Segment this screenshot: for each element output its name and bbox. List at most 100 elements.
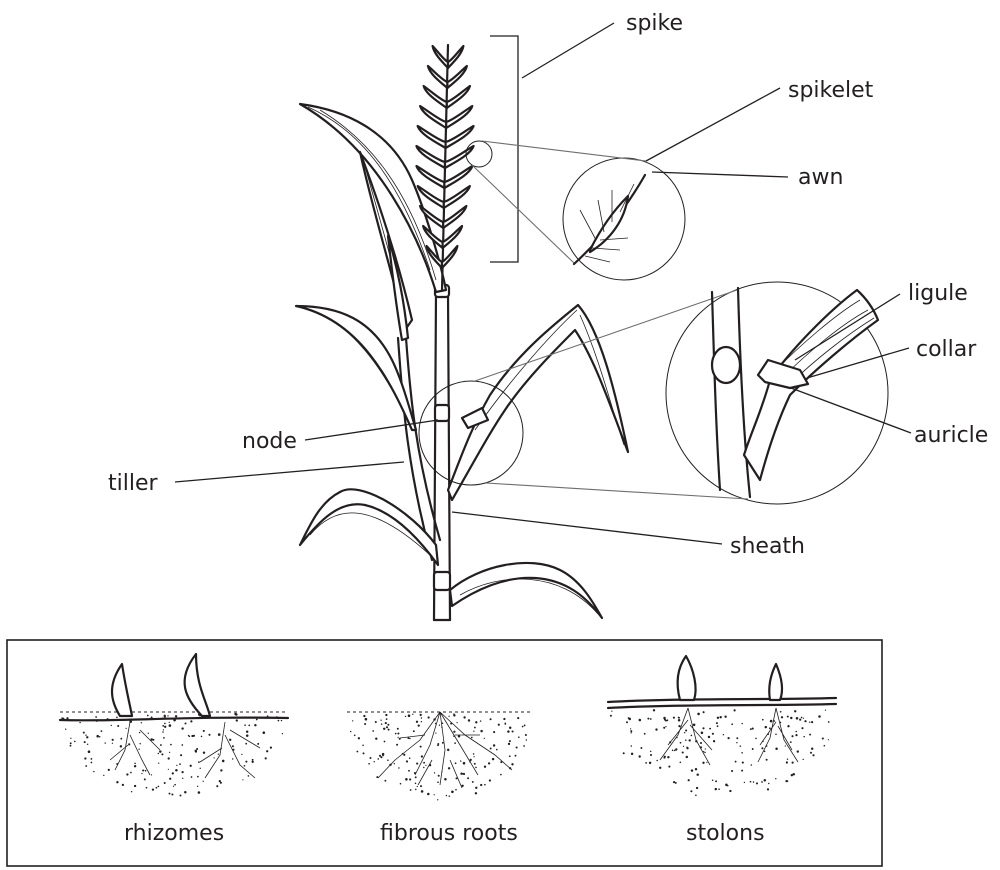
soil-dot xyxy=(451,790,454,794)
soil-dot xyxy=(232,758,234,760)
soil-dot xyxy=(511,730,514,733)
soil-dot xyxy=(454,742,456,744)
soil-dot xyxy=(168,724,172,727)
soil-dot xyxy=(120,737,123,740)
soil-dot xyxy=(827,739,830,741)
soil-dot xyxy=(248,724,251,727)
spikelet-mark xyxy=(444,124,475,150)
soil-dot xyxy=(167,715,169,717)
soil-dot xyxy=(688,739,691,742)
soil-dot xyxy=(277,719,280,722)
soil-dot xyxy=(702,727,705,730)
soil-dot xyxy=(480,783,483,787)
soil-dot xyxy=(412,730,415,733)
soil-dot xyxy=(667,756,670,759)
soil-dot xyxy=(396,727,399,730)
soil-dot xyxy=(157,785,160,788)
label-ligule: ligule xyxy=(908,281,968,306)
soil-dot xyxy=(790,774,793,777)
spikelet-mark xyxy=(445,84,472,110)
soil-dot xyxy=(419,745,422,748)
soil-dot xyxy=(184,722,187,725)
soil-dot xyxy=(208,733,211,736)
soil-dot xyxy=(734,760,737,763)
soil-dot xyxy=(796,750,799,753)
soil-dot xyxy=(611,710,613,712)
soil-dot xyxy=(716,725,719,728)
soil-dot xyxy=(427,792,430,796)
soil-dot xyxy=(202,729,205,732)
soil-dot xyxy=(427,716,430,719)
soil-dot xyxy=(170,743,172,746)
soil-dot xyxy=(700,731,704,735)
soil-dot xyxy=(523,745,525,747)
soil-dot xyxy=(638,718,642,722)
soil-dot xyxy=(217,753,219,755)
soil-dot xyxy=(626,721,628,724)
soil-dot xyxy=(663,718,666,721)
soil-dot xyxy=(171,793,174,796)
soil-dot xyxy=(824,709,827,711)
soil-dot xyxy=(483,765,487,768)
soil-dot xyxy=(96,734,99,738)
soil-dot xyxy=(93,770,95,773)
soil-dot xyxy=(517,717,520,720)
soil-dot xyxy=(716,716,720,719)
soil-dot xyxy=(357,737,361,740)
soil-dot xyxy=(218,780,221,783)
soil-dot xyxy=(665,725,667,728)
soil-dot xyxy=(711,779,714,781)
soil-dot xyxy=(280,719,283,722)
soil-dot xyxy=(399,782,402,785)
soil-dot xyxy=(362,752,365,755)
soil-dot xyxy=(731,769,734,773)
spikelet-mark xyxy=(419,104,448,130)
soil-dot xyxy=(150,774,153,776)
soil-dot xyxy=(773,720,776,722)
soil-dot xyxy=(362,744,364,747)
soil-dot xyxy=(749,728,752,731)
soil-dot xyxy=(784,745,786,747)
soil-dot xyxy=(69,742,72,745)
soil-dot xyxy=(130,771,132,774)
soil-dot xyxy=(473,730,475,732)
soil-dot xyxy=(702,751,705,753)
soil-dot xyxy=(673,749,676,752)
soil-dot xyxy=(85,765,88,767)
soil-dot xyxy=(517,736,520,739)
soil-dot xyxy=(437,774,440,777)
soil-dot xyxy=(398,767,400,769)
soil-dot xyxy=(222,760,224,763)
soil-dot xyxy=(103,774,105,777)
soil-dot xyxy=(393,763,395,765)
soil-dot xyxy=(706,761,708,764)
soil-dot xyxy=(198,761,200,763)
soil-dot xyxy=(629,728,632,730)
soil-dot xyxy=(220,769,223,772)
soil-dot xyxy=(257,742,260,745)
soil-dot xyxy=(690,769,694,772)
soil-dot xyxy=(199,767,201,770)
soil-dot xyxy=(755,782,759,785)
soil-dot xyxy=(175,769,178,772)
soil-dot xyxy=(677,718,681,722)
soil-dot xyxy=(731,723,734,726)
node-zoom-circle xyxy=(665,281,889,505)
spikelet-mark xyxy=(431,44,450,70)
soil-dot xyxy=(741,761,744,764)
soil-dot xyxy=(415,788,417,791)
spikelet-mark xyxy=(416,184,445,210)
soil-dot xyxy=(715,722,718,725)
soil-dot xyxy=(462,772,464,775)
soil-dot xyxy=(375,737,378,740)
soil-dot xyxy=(189,764,192,767)
soil-dot xyxy=(217,733,221,736)
soil-dot xyxy=(463,716,466,719)
soil-dot xyxy=(174,715,178,718)
soil-dot xyxy=(152,738,155,741)
soil-dot xyxy=(768,782,770,785)
soil-dot xyxy=(659,766,662,769)
stolons-illustration xyxy=(606,654,838,797)
soil-dot xyxy=(475,766,477,769)
soil-dot xyxy=(180,754,183,757)
